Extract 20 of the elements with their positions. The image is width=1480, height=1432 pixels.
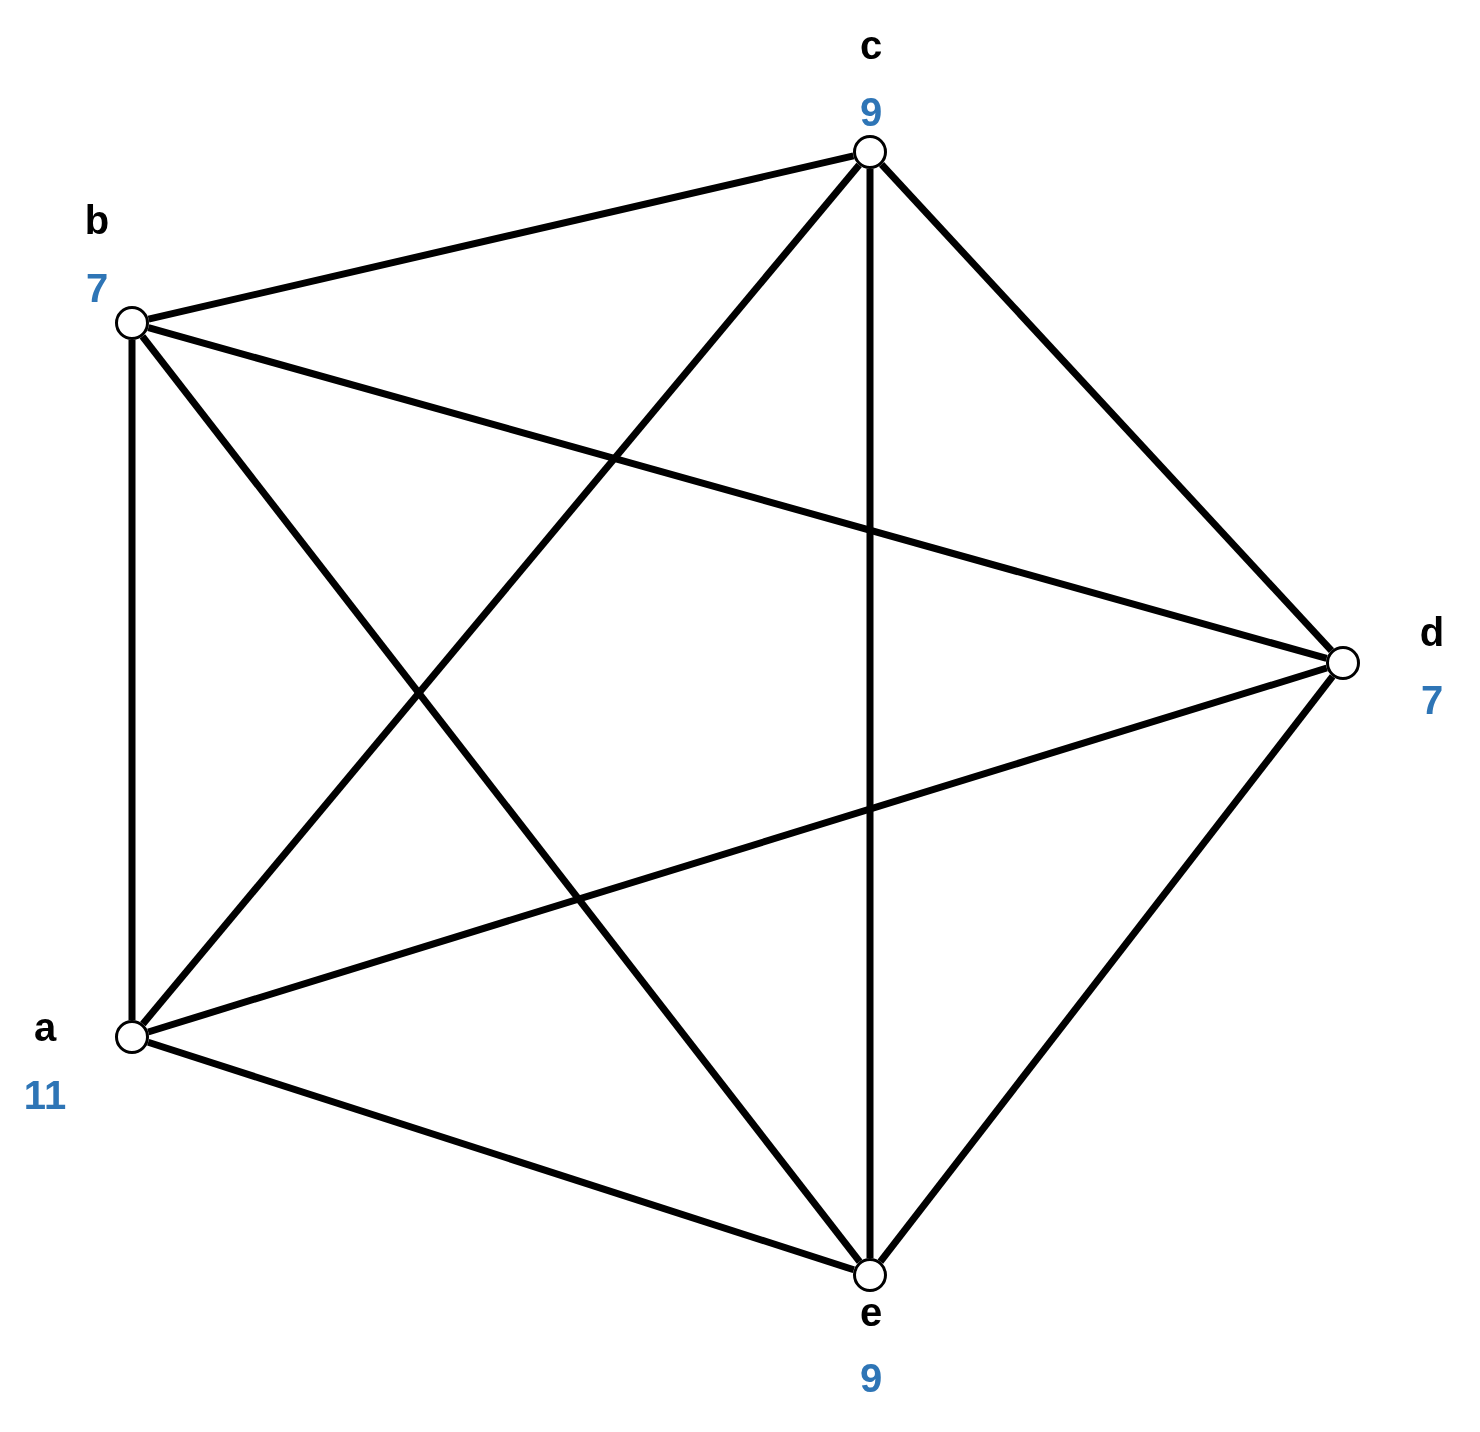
edge-line — [140, 162, 862, 1027]
edge-line — [877, 674, 1336, 1264]
edge-line — [147, 1038, 855, 1274]
vertex-label: d — [1419, 612, 1445, 652]
edge-line — [147, 152, 855, 323]
vertex-weight: 7 — [1420, 680, 1444, 720]
vertex-label: a — [33, 1007, 57, 1047]
edge-line — [147, 324, 1328, 662]
edge-line — [139, 334, 863, 1264]
vertex-label: b — [84, 200, 110, 240]
edge-line — [128, 340, 136, 1020]
vertex-label: c — [859, 25, 883, 65]
vertex-weight: 7 — [85, 268, 109, 308]
vertex-weight: 9 — [859, 1358, 883, 1398]
vertex-weight: 9 — [859, 92, 883, 132]
vertex-weight: 11 — [23, 1075, 67, 1115]
edge-line — [147, 664, 1328, 1036]
edge-line — [866, 169, 874, 1258]
vertex-label: e — [859, 1292, 883, 1332]
edge-line — [879, 162, 1334, 653]
